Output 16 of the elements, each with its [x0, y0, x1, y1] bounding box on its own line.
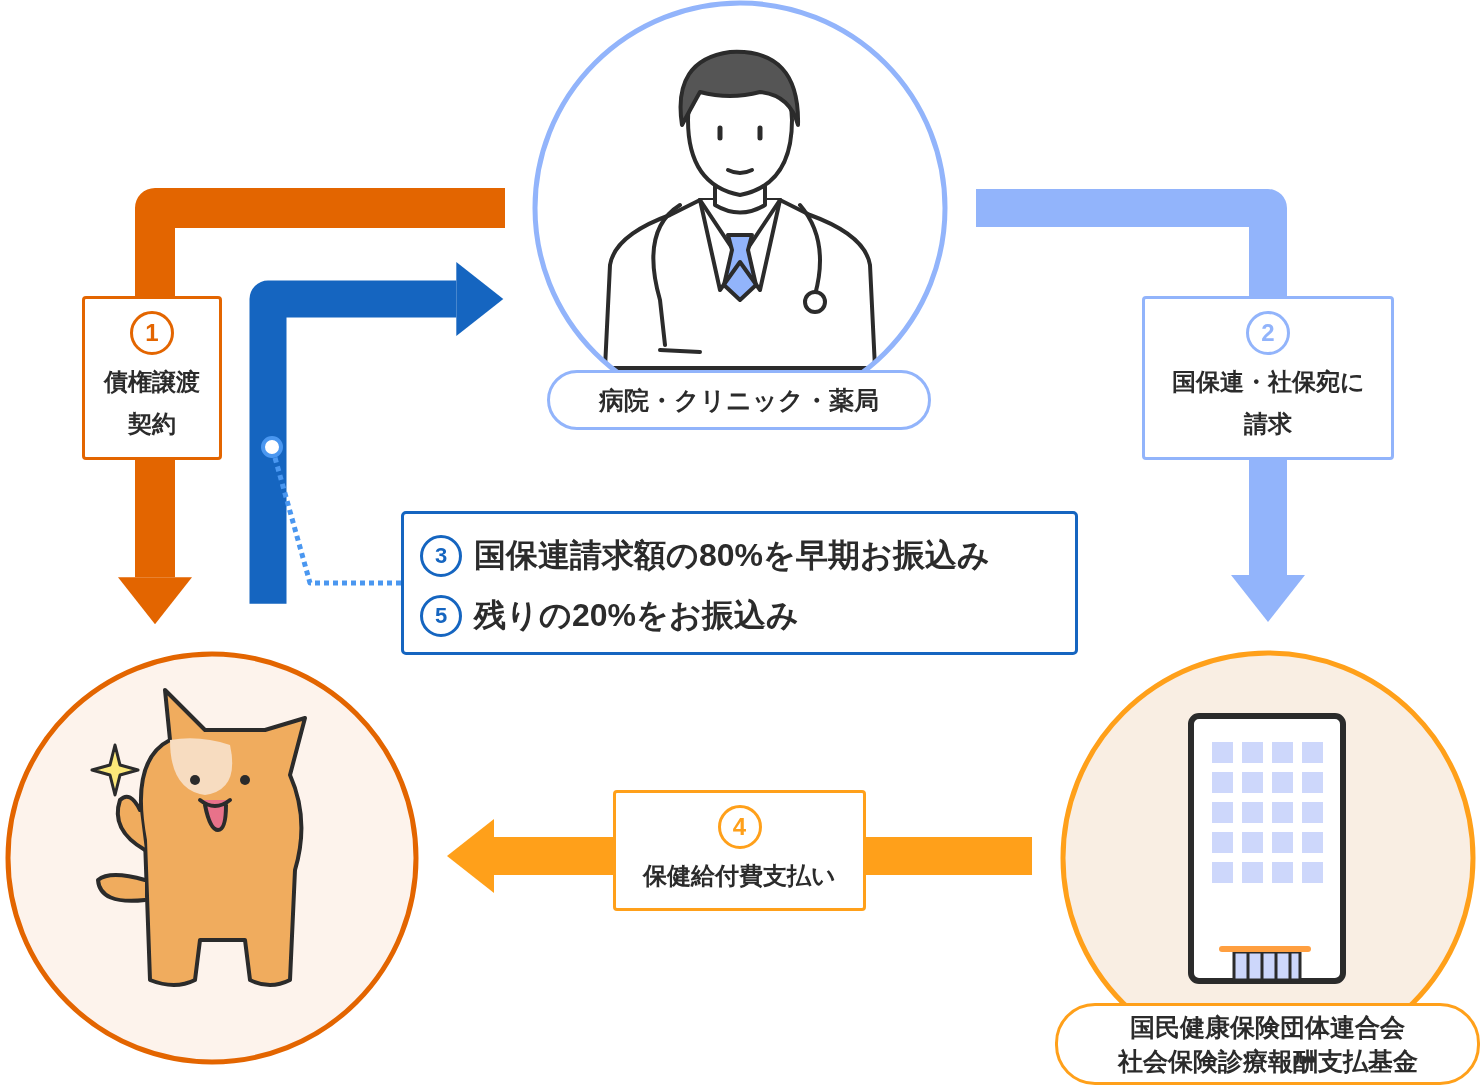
- step-number: 3: [420, 535, 462, 577]
- step-number: 4: [717, 804, 762, 849]
- step-number: 2: [1246, 311, 1290, 355]
- arrow: [249, 262, 504, 604]
- name-text: 国民健康保険団体連合会: [1130, 1012, 1405, 1043]
- step-text: 保健給付費支払い: [641, 860, 837, 891]
- note-box: [401, 511, 1078, 655]
- step-number: 5: [420, 595, 462, 637]
- step-text: 債権譲渡契約: [102, 367, 201, 439]
- step-text: 国保連・社保宛に請求: [1170, 367, 1366, 439]
- name-text: 病院・クリニック・薬局: [599, 385, 879, 416]
- leader-line: [261, 436, 401, 586]
- note-text: 残りの20%をお振込み: [474, 596, 800, 635]
- note-text: 国保連請求額の80%を早期お振込み: [474, 536, 991, 575]
- step-number: 1: [130, 311, 174, 355]
- name-text: 社会保険診療報酬支払基金: [1117, 1046, 1418, 1077]
